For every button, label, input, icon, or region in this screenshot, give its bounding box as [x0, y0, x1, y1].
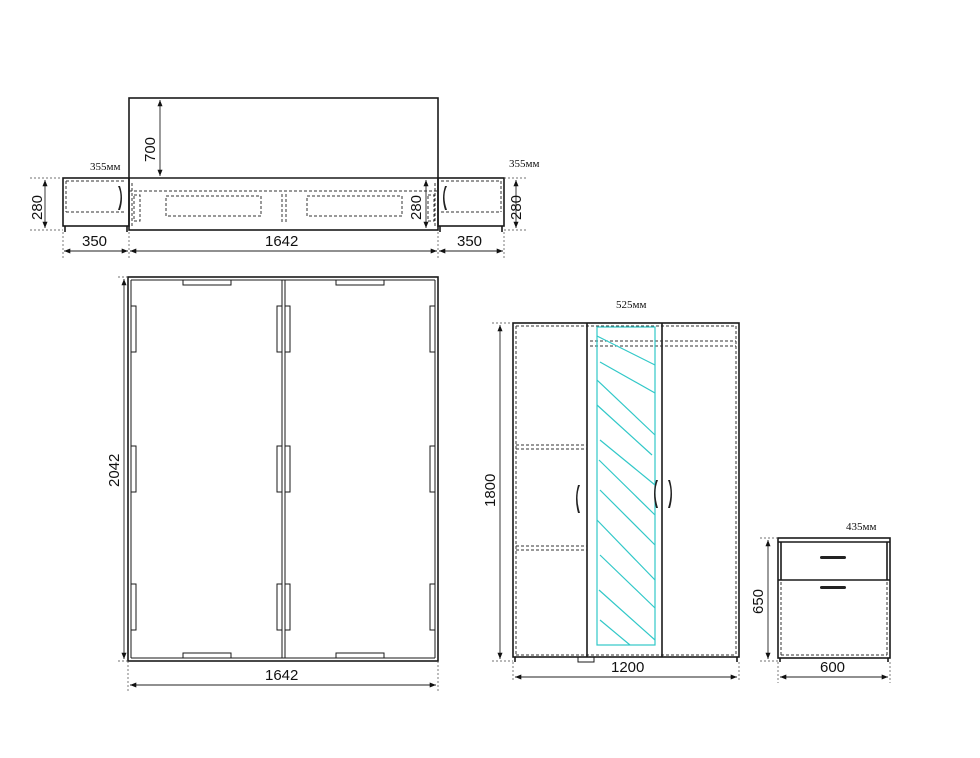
dim-height-left: 280 — [29, 195, 46, 220]
dim-nightstand-width: 600 — [820, 659, 845, 676]
bed-nightstand-right — [437, 177, 505, 227]
dim-wardrobe-width: 1200 — [611, 659, 644, 676]
bed-top-view: 2042 1642 — [106, 276, 439, 692]
dim-width-right: 350 — [457, 233, 482, 250]
dim-width-center: 1642 — [265, 233, 298, 250]
bed-slot-left — [165, 195, 262, 217]
dim-wardrobe-height: 1800 — [482, 474, 499, 507]
dim-width-left: 350 — [82, 233, 107, 250]
handle-icon — [443, 186, 447, 210]
nightstand: 435мм 650 600 — [750, 521, 891, 683]
bed-nightstand-left — [62, 177, 130, 227]
handle-icon — [118, 186, 122, 210]
bed-front-view: 700 280 280 280 355мм 355мм 350 1642 350 — [29, 97, 539, 258]
dim-nightstand-depth: 435мм — [846, 521, 876, 533]
dim-nightstand-height: 650 — [750, 589, 767, 614]
handle-icon — [654, 480, 658, 508]
handle-icon — [668, 480, 672, 508]
drawer-handle-icon — [820, 556, 846, 559]
headboard — [128, 97, 439, 231]
dim-nightstand-depth-right: 355мм — [509, 158, 539, 170]
dim-height-center: 280 — [408, 195, 425, 220]
dim-height-right: 280 — [508, 195, 525, 220]
wardrobe: 525мм 1800 1200 — [482, 299, 740, 682]
dim-bed-length: 2042 — [106, 454, 123, 487]
dim-nightstand-depth-left: 355мм — [90, 161, 120, 173]
dim-wardrobe-depth: 525мм — [616, 299, 646, 311]
handle-icon — [576, 485, 580, 513]
door-handle-icon — [820, 586, 846, 589]
dim-headboard-height: 700 — [142, 137, 159, 162]
mirror-reflection — [596, 335, 656, 646]
dim-bed-width: 1642 — [265, 667, 298, 684]
bed-slot-right — [306, 195, 403, 217]
